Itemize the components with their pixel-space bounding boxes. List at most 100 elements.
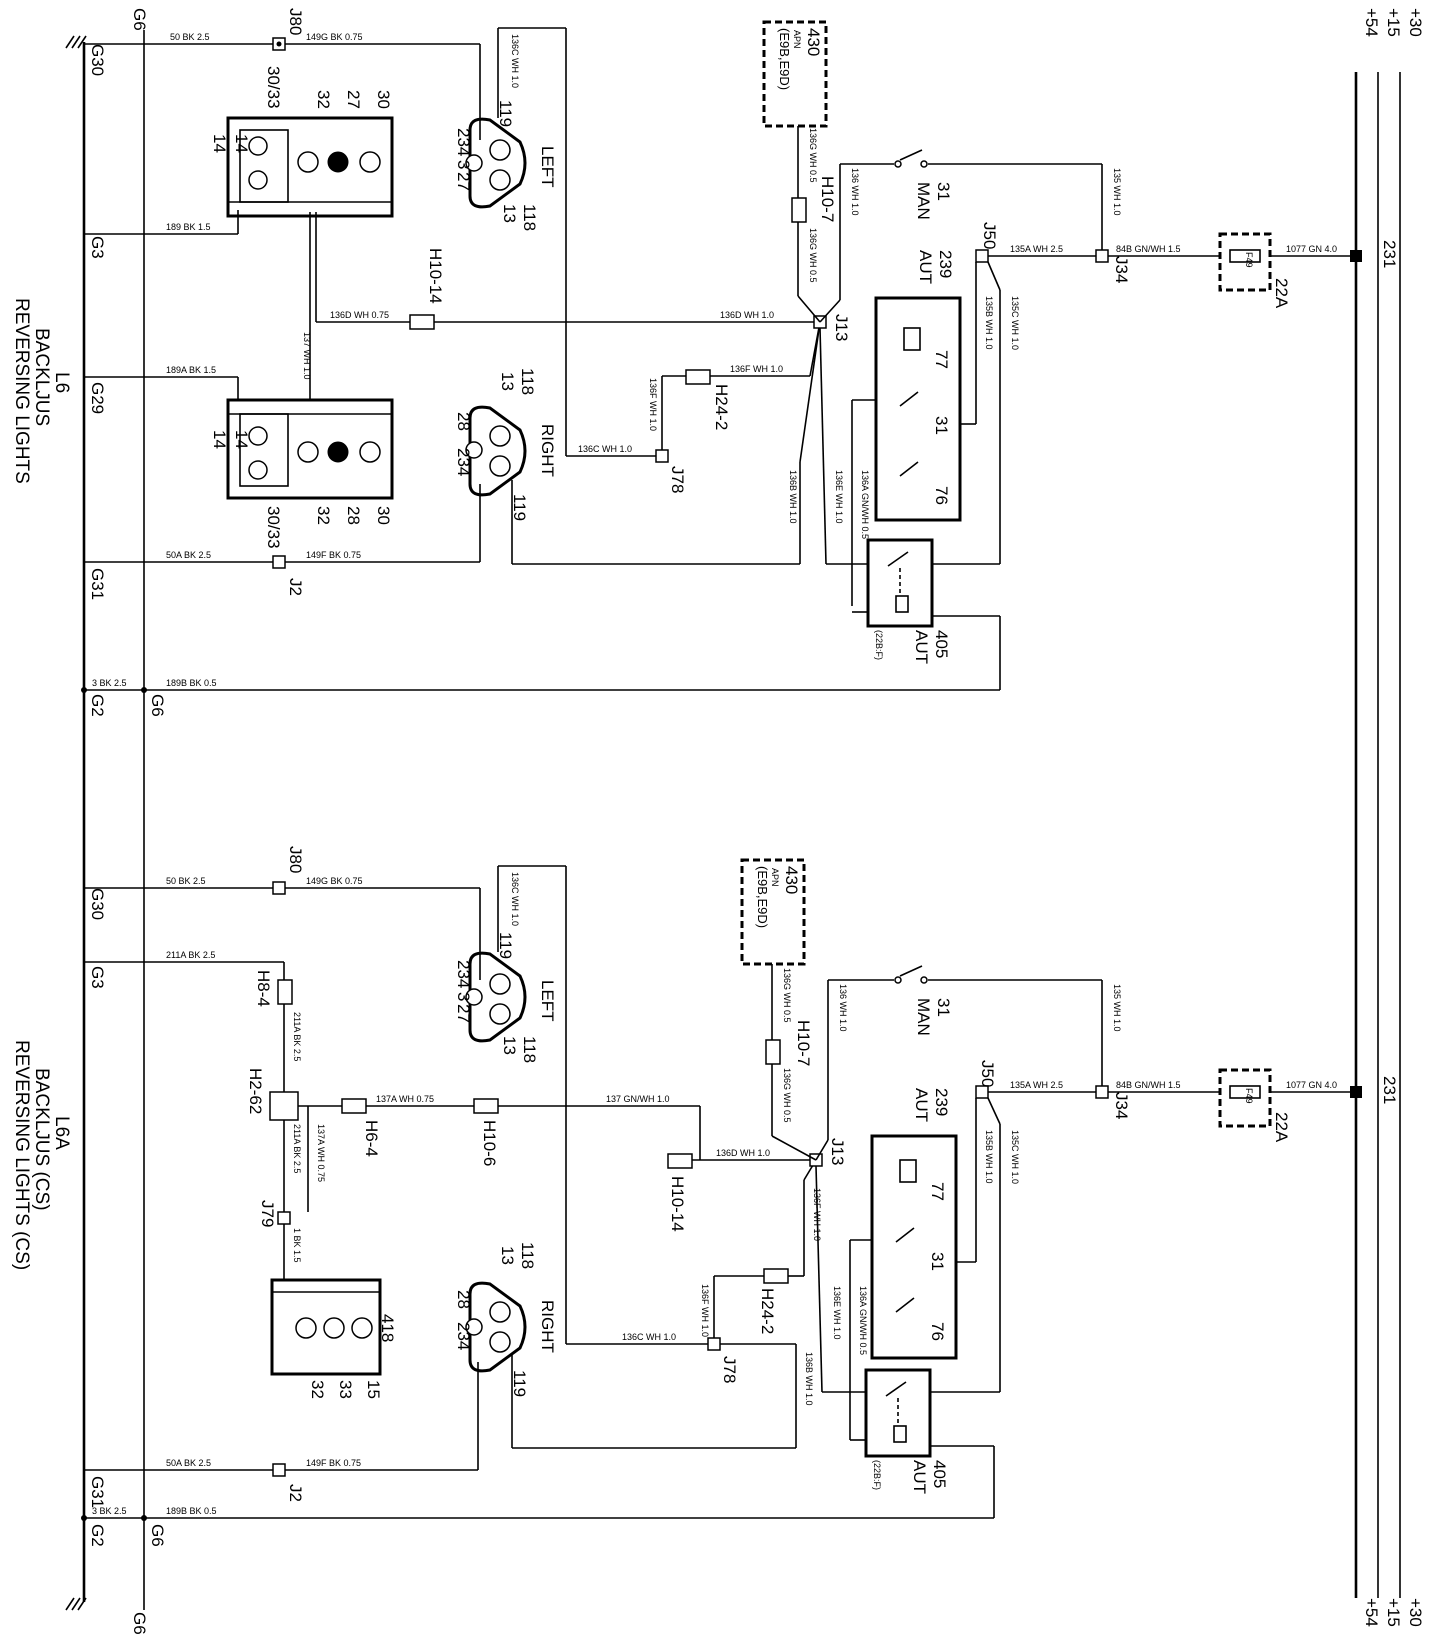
top-430-code: 430: [804, 28, 823, 56]
bottom-lamp-left-234: 234: [454, 960, 473, 988]
top-lamp-right-13: 13: [498, 372, 517, 391]
bottom-239-31: 31: [928, 1252, 947, 1271]
top-comp-430: [762, 20, 828, 128]
bottom-430-code: 430: [782, 866, 801, 894]
top-wire-1077: 1077 GN 4.0: [1286, 244, 1337, 254]
top-h10-14-label: H10-14: [426, 248, 445, 304]
top-wire-137: 137 WH 1.0: [302, 332, 312, 380]
top-wire-135b: 135B WH 1.0: [984, 296, 994, 350]
ground-bus: G6 G6: [65, 8, 149, 1635]
top-lamp-right-234: 234: [454, 448, 473, 476]
top-j78-label: J78: [668, 466, 687, 493]
rail-label-15: +15: [1384, 8, 1403, 37]
top-cluster-b-32: 32: [314, 506, 333, 525]
bottom-wire-136g-a: 136G WH 0.5: [782, 968, 792, 1023]
top-wire-136b: 136B WH 1.0: [788, 470, 798, 524]
bottom-comp-405: [864, 1368, 932, 1458]
bottom-430-ref: (E9B,E9D): [755, 866, 770, 928]
top-comp-405: [866, 538, 934, 628]
bottom-fuse-label: F49: [1244, 1088, 1254, 1104]
top-comp-239: [874, 296, 962, 522]
bottom-405-ref: (22B:F): [872, 1460, 882, 1490]
top-239-77: 77: [932, 350, 951, 369]
top-j34-label: J34: [1112, 256, 1131, 283]
bottom-h2-62-label: H2-62: [246, 1068, 265, 1114]
top-fuse-code: 22A: [1272, 278, 1291, 309]
bottom-h6-4-connector: [341, 1098, 367, 1114]
bottom-j78-connector: [707, 1337, 721, 1351]
top-cluster-a-3033: 30/33: [264, 66, 283, 109]
top-fuse-22a: [1218, 232, 1272, 292]
bottom-lamp-right-13: 13: [498, 1246, 517, 1265]
top-cluster-a-pin14a: 14: [232, 134, 251, 153]
bottom-wire-136e: 136E WH 1.0: [832, 1286, 842, 1340]
top-j2-connector: [272, 555, 286, 569]
bottom-wire-136b: 136B WH 1.0: [804, 1352, 814, 1406]
ground-g6-top: G6: [130, 8, 149, 31]
bottom-comp-31-sub: MAN: [914, 998, 933, 1036]
top-405-sub: AUT: [912, 630, 931, 664]
top-lamp-left-3: 3: [454, 160, 473, 169]
top-ground-g2: G2: [88, 694, 107, 717]
top-wire-136f-a: 136F WH 1.0: [648, 378, 658, 431]
top-cluster-b-pin14b: 14: [210, 430, 229, 449]
bottom-j79-label: J79: [258, 1200, 277, 1227]
top-wire-136a: 136A GN/WH 0.5: [860, 470, 870, 539]
bottom-lamp-right-119: 119: [510, 1370, 529, 1397]
top-cluster-a-pin14b: 14: [210, 134, 229, 153]
bottom-lamp-left-13: 13: [500, 1036, 519, 1055]
top-wire-50a: 50A BK 2.5: [166, 550, 211, 560]
bottom-j34-label: J34: [1112, 1092, 1131, 1119]
top-wire-136: 136 WH 1.0: [850, 168, 860, 216]
top-j34-connector: [1095, 249, 1109, 263]
top-wire-136f: 136F WH 1.0: [730, 364, 783, 374]
top-ground-g29: G29: [88, 382, 107, 414]
bottom-wire-135: 135 WH 1.0: [1112, 984, 1122, 1032]
bottom-lamp-right-118: 118: [518, 1242, 537, 1269]
top-lamp-right-119: 119: [510, 494, 529, 521]
bottom-405-code: 405: [930, 1460, 949, 1488]
top-lamp-left-234: 234: [454, 128, 473, 156]
top-comp-31-code: 31: [934, 182, 953, 201]
top-j80-label: J80: [286, 8, 305, 35]
bottom-ground-g30: G30: [88, 888, 107, 920]
top-wire-136g-b: 136G WH 0.5: [808, 228, 818, 283]
bottom-j78-label: J78: [720, 1356, 739, 1383]
rail-label-54: +54: [1362, 8, 1381, 37]
top-j50-connector: [975, 249, 989, 263]
top-j50-label: J50: [980, 222, 999, 249]
bottom-wire-84b: 84B GN/WH 1.5: [1116, 1080, 1181, 1090]
bottom-ground-g2: G2: [88, 1524, 107, 1547]
top-j2-label: J2: [286, 578, 305, 596]
top-lamp-left-13: 13: [500, 204, 519, 223]
top-wire-189a: 189A BK 1.5: [166, 365, 216, 375]
top-430-sub: APN: [792, 30, 802, 49]
bottom-title-code: L6A: [51, 1116, 72, 1150]
bottom-h10-14-label: H10-14: [668, 1176, 687, 1232]
top-lamp-right-118: 118: [518, 368, 537, 395]
top-wire-135c: 135C WH 1.0: [1010, 296, 1020, 350]
top-405-code: 405: [932, 630, 951, 658]
bottom-wire-211a-b: 211A BK 2.5: [292, 1012, 302, 1061]
bottom-h2-62-connector: [269, 1091, 299, 1121]
bottom-node-231: 231: [1380, 1076, 1399, 1104]
top-wire-135a: 135A WH 2.5: [1010, 244, 1063, 254]
rail-label-54-bottom: +54: [1362, 1598, 1381, 1627]
bottom-wire-135a: 135A WH 2.5: [1010, 1080, 1063, 1090]
top-cluster-a-32: 32: [314, 90, 333, 109]
bottom-j50-label: J50: [978, 1060, 997, 1087]
top-wire-50: 50 BK 2.5: [170, 32, 210, 42]
bottom-wire-136c: 136C WH 1.0: [622, 1332, 676, 1342]
power-rails: +30 +15 +54 +30 +15 +54: [1354, 8, 1425, 1627]
bottom-cluster-15: 15: [364, 1380, 383, 1399]
top-430-ref: (E9B,E9D): [777, 28, 792, 90]
bottom-239-76: 76: [928, 1322, 947, 1341]
bottom-wire-3bk: 3 BK 2.5: [92, 1506, 127, 1516]
top-wire-136d: 136D WH 0.75: [330, 310, 389, 320]
bottom-j80-connector: [272, 881, 286, 895]
bottom-h10-6-label: H10-6: [480, 1120, 499, 1166]
bottom-lamp-left-3: 3: [454, 992, 473, 1001]
top-cluster-b-30: 30: [374, 506, 393, 525]
bottom-lamp-right-234: 234: [454, 1322, 473, 1350]
top-node-231: 231: [1380, 240, 1399, 268]
